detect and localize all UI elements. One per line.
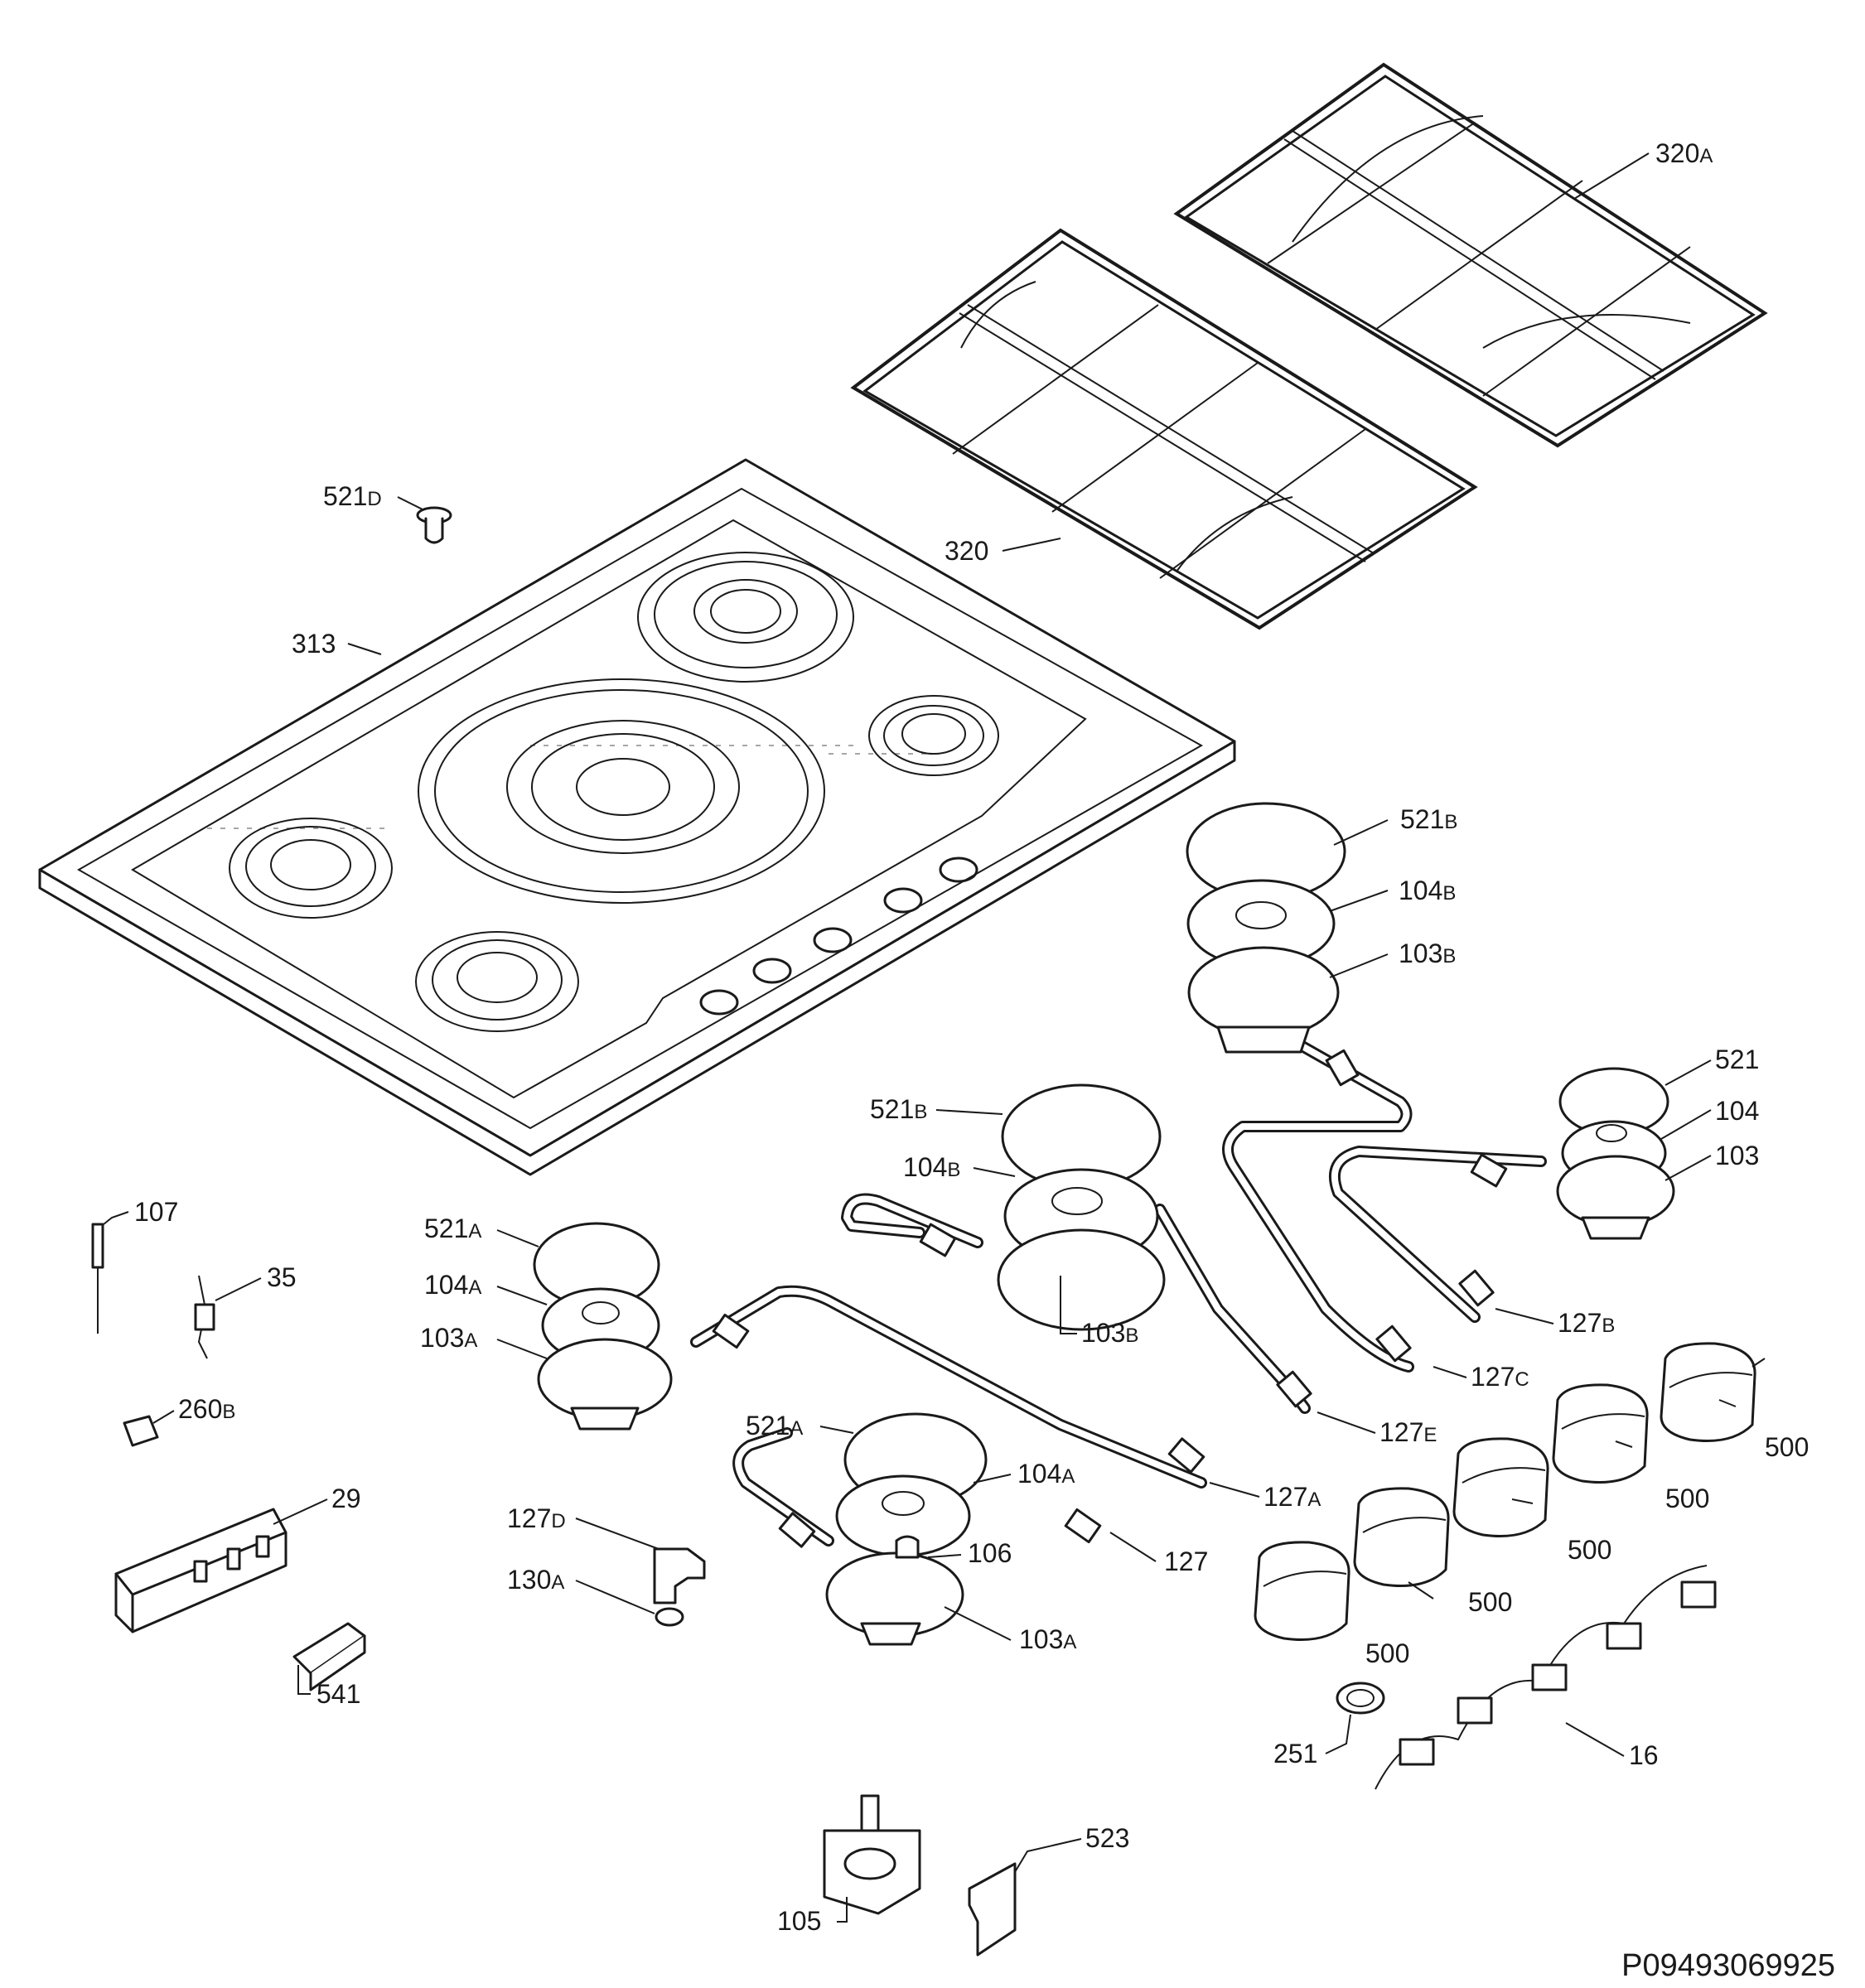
washer-130a bbox=[655, 1607, 684, 1627]
wiring-harness-16 bbox=[1375, 1565, 1717, 1790]
label-127: 127 bbox=[1164, 1546, 1208, 1576]
label-320: 320 bbox=[945, 536, 988, 566]
pan-support-320a bbox=[1173, 62, 1768, 448]
hob-top-plate-313 bbox=[38, 458, 1236, 1176]
ignition-generator-29 bbox=[114, 1508, 287, 1633]
knob-1 bbox=[1254, 1541, 1350, 1642]
knob-holes bbox=[699, 856, 978, 1016]
knob-5 bbox=[1660, 1342, 1756, 1443]
plate-burner-large-center bbox=[418, 678, 825, 904]
label-127D: 127D bbox=[507, 1503, 566, 1533]
label-313: 313 bbox=[292, 629, 336, 659]
control-knobs-500 bbox=[1254, 1342, 1756, 1642]
screw-521d bbox=[416, 506, 452, 544]
label-104A-left: 104A bbox=[424, 1270, 481, 1300]
label-521A-center: 521A bbox=[746, 1411, 803, 1440]
bracket-523 bbox=[968, 1862, 1017, 1957]
knob-3 bbox=[1452, 1437, 1549, 1538]
plate-burner-rear bbox=[637, 552, 854, 683]
label-260B: 260B bbox=[178, 1394, 235, 1424]
label-500-1: 500 bbox=[1365, 1638, 1409, 1668]
plate-burner-left bbox=[229, 818, 393, 919]
label-523: 523 bbox=[1085, 1823, 1129, 1853]
label-107: 107 bbox=[134, 1197, 178, 1227]
label-130A: 130A bbox=[507, 1565, 564, 1595]
label-500-2: 500 bbox=[1468, 1587, 1512, 1617]
label-127B: 127B bbox=[1558, 1308, 1615, 1338]
label-521A-left: 521A bbox=[424, 1214, 481, 1243]
gas-valve-105 bbox=[823, 1794, 921, 1915]
label-103A-center: 103A bbox=[1019, 1624, 1076, 1654]
label-127C: 127C bbox=[1471, 1362, 1529, 1392]
label-521: 521 bbox=[1715, 1045, 1759, 1074]
knob-4 bbox=[1552, 1383, 1649, 1484]
pipe-fittings bbox=[712, 1049, 1508, 1548]
label-104A-center: 104A bbox=[1017, 1459, 1075, 1489]
label-521D: 521D bbox=[323, 481, 382, 511]
gas-pipes bbox=[690, 1040, 1547, 1548]
label-541: 541 bbox=[316, 1679, 360, 1709]
plate-burner-right-small bbox=[868, 695, 999, 776]
label-500-5: 500 bbox=[1765, 1432, 1809, 1462]
elbow-127d bbox=[653, 1547, 706, 1604]
label-500-3: 500 bbox=[1568, 1535, 1611, 1565]
label-29: 29 bbox=[331, 1484, 361, 1513]
label-103: 103 bbox=[1715, 1141, 1759, 1170]
label-103B-center: 103B bbox=[1081, 1318, 1138, 1348]
label-103A-left: 103A bbox=[420, 1323, 477, 1353]
connector-541 bbox=[292, 1622, 366, 1691]
label-106: 106 bbox=[968, 1538, 1012, 1568]
label-105: 105 bbox=[777, 1906, 821, 1936]
label-104B-center: 104B bbox=[903, 1152, 960, 1182]
burner-assembly-right bbox=[1556, 1067, 1675, 1240]
label-104: 104 bbox=[1715, 1096, 1759, 1126]
clip-260b bbox=[123, 1415, 159, 1447]
thermocouple-107 bbox=[91, 1223, 104, 1334]
ring-251 bbox=[1336, 1682, 1385, 1715]
spark-electrode-35 bbox=[194, 1275, 215, 1359]
burner-assembly-b-right bbox=[1186, 802, 1346, 1054]
burner-assembly-b-center bbox=[997, 1083, 1166, 1331]
burner-assembly-a-left bbox=[533, 1222, 673, 1431]
document-code: P09493069925 bbox=[1621, 1948, 1835, 1983]
label-251: 251 bbox=[1273, 1739, 1317, 1768]
label-500-4: 500 bbox=[1665, 1484, 1709, 1513]
plate-burner-front bbox=[415, 931, 579, 1032]
label-104B-right: 104B bbox=[1399, 876, 1456, 905]
callout-labels: 320A 320 521D 313 521B 104B 103B 521 104… bbox=[134, 138, 1809, 1936]
label-16: 16 bbox=[1629, 1740, 1659, 1770]
label-35: 35 bbox=[267, 1262, 297, 1292]
burner-assembly-a-center bbox=[825, 1412, 988, 1646]
label-103B-right: 103B bbox=[1399, 939, 1456, 968]
label-521B-center: 521B bbox=[870, 1094, 927, 1124]
leader-lines bbox=[103, 152, 1766, 1923]
pan-support-320 bbox=[850, 228, 1478, 630]
label-521B-right: 521B bbox=[1400, 804, 1457, 834]
label-127E: 127E bbox=[1379, 1417, 1437, 1447]
knob-2 bbox=[1353, 1487, 1450, 1588]
label-127A: 127A bbox=[1263, 1482, 1321, 1512]
label-320A: 320A bbox=[1655, 138, 1713, 168]
